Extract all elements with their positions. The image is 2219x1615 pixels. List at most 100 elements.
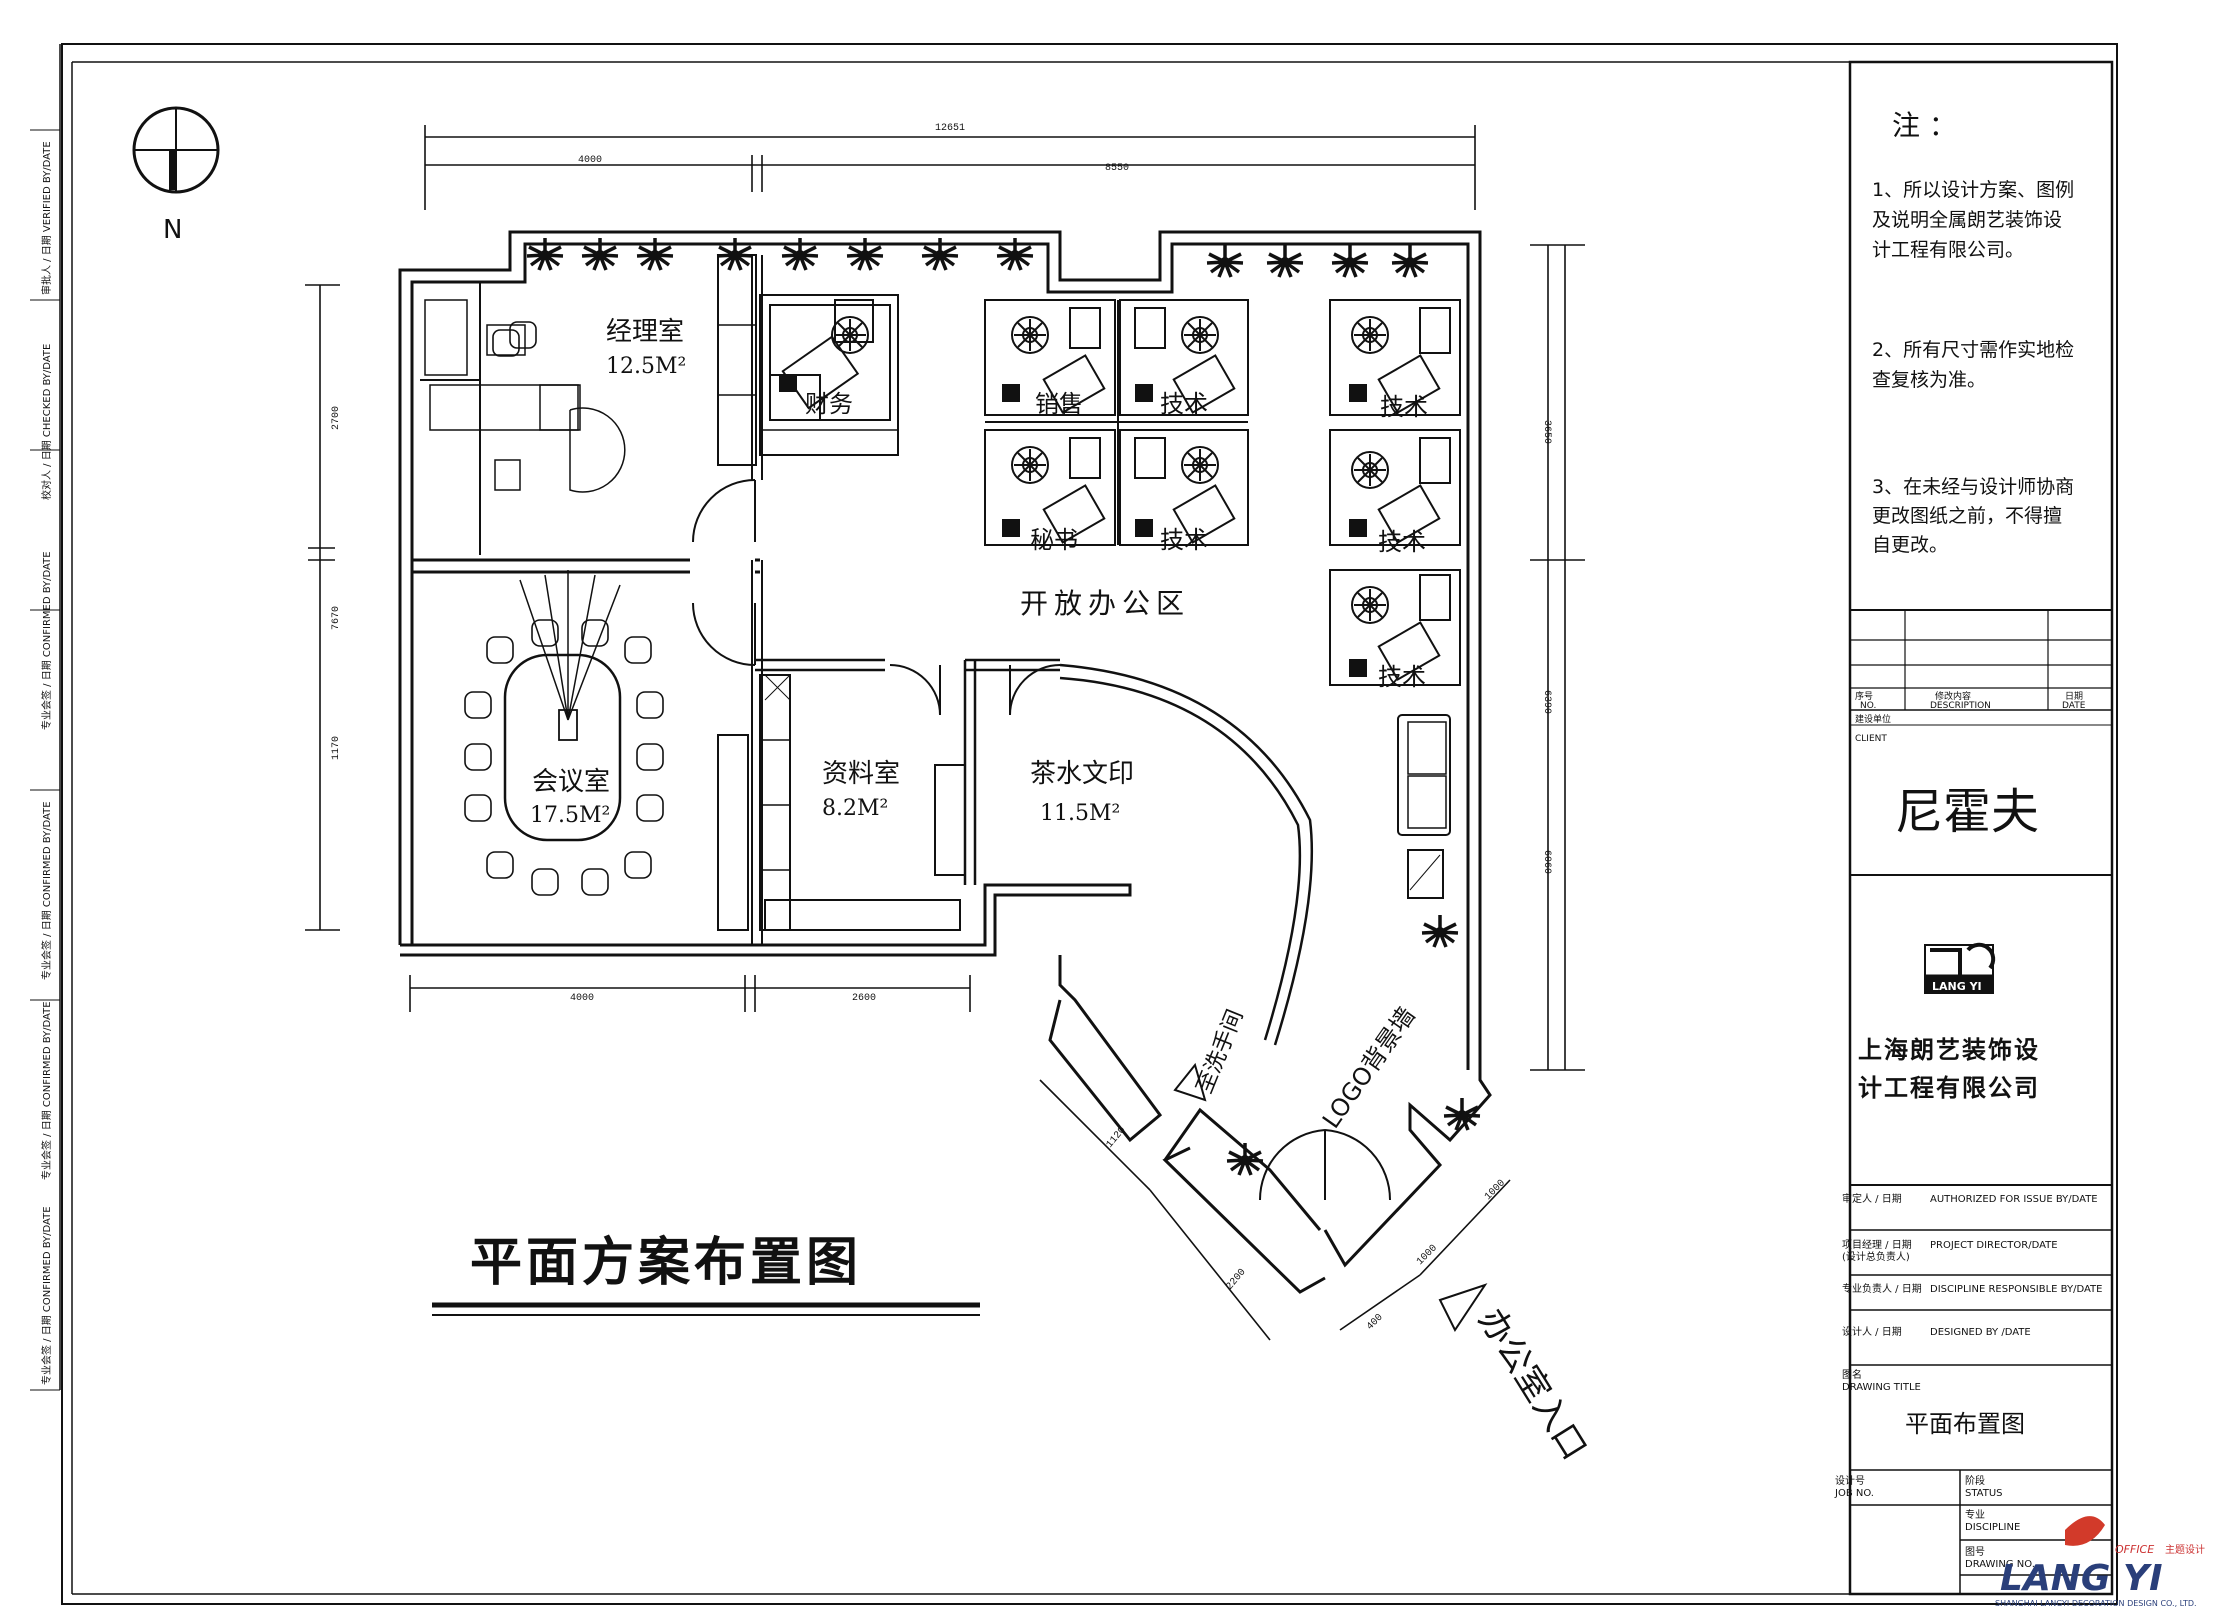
secretary-desk-label: 秘书 [1030, 526, 1078, 554]
dim-right-upper: 3650 [1541, 420, 1552, 444]
tea-room-area: 11.5M² [1040, 801, 1120, 826]
finance-desk-label: 财务 [805, 390, 853, 418]
drawing-title-label-cn: 图名 [1842, 1368, 1862, 1381]
tech-desk-label-5: 技术 [1378, 663, 1426, 691]
archive-room-area: 8.2M² [822, 796, 888, 821]
title-block [1848, 60, 2114, 1596]
drawing-title-value: 平面布置图 [1905, 1410, 2025, 1438]
north-label: N [163, 215, 182, 245]
tech-desk-label-3: 技术 [1380, 393, 1428, 421]
open-office-label: 开放办公区 [1020, 587, 1190, 620]
note-3-line-3: 自更改。 [1872, 534, 1948, 556]
drawing-title: 平面方案布置图 [470, 1232, 862, 1293]
authorized-label-en: AUTHORIZED FOR ISSUE BY/DATE [1930, 1194, 2098, 1205]
dimension-lines [305, 125, 1585, 1341]
dim-top-right: 8550 [1105, 163, 1129, 174]
rev-desc-label: 修改内容 [1935, 690, 1971, 702]
manager-furniture [492, 321, 537, 357]
company-name-line-1: 上海朗艺装饰设 [1858, 1036, 2040, 1064]
discipline-label-cn: 专业 [1965, 1508, 1985, 1521]
watermark-company-en: SHANGHAI LANGYI DECORATION DESIGN CO., L… [1995, 1599, 2197, 1608]
job-no-label-en: JOB NO. [1834, 1488, 1874, 1499]
tech-desk-label-1: 技术 [1160, 390, 1208, 418]
strip-checked: 校对人 / 日期 CHECKED BY/DATE [40, 344, 53, 500]
tech-desk-label-2: 技术 [1160, 526, 1208, 554]
watermark-brand: LANG YI [2000, 1558, 2162, 1599]
dim-left-lower: 1170 [331, 736, 342, 760]
sales-desk-label: 销售 [1035, 390, 1083, 418]
logo-wall-label: LOGO背景墙 [1317, 1002, 1421, 1133]
drawing-no-label-cn: 图号 [1965, 1546, 1985, 1558]
strip-verified: 审批人 / 日期 VERIFIED BY/DATE [40, 141, 53, 295]
note-3-line-2: 更改图纸之前，不得擅 [1872, 505, 2062, 527]
company-name-line-2: 计工程有限公司 [1858, 1074, 2040, 1102]
director-label-cn: 项目经理 / 日期 [1842, 1238, 1912, 1251]
meeting-table [464, 570, 664, 896]
archive-room-label: 资料室 [822, 759, 900, 789]
dim-top-total: 12651 [935, 123, 965, 134]
dim-entry-a: 1120 [1105, 1125, 1129, 1150]
rev-no-label-en: NO. [1860, 701, 1876, 711]
strip-confirmed-1: 专业会签 / 日期 CONFIRMED BY/DATE [40, 551, 53, 730]
dim-entry-e: 400 [1365, 1312, 1386, 1333]
tech-desk-label-4: 技术 [1378, 528, 1426, 556]
dim-entry-d: 1000 [1483, 1178, 1508, 1203]
note-2-line-2: 查复核为准。 [1872, 369, 1986, 391]
meeting-room-label: 会议室 [532, 767, 610, 797]
designed-label-en: DESIGNED BY /DATE [1930, 1327, 2031, 1338]
discipline-resp-label-en: DISCIPLINE RESPONSIBLE BY/DATE [1930, 1284, 2103, 1295]
status-label-en: STATUS [1965, 1488, 2003, 1499]
discipline-label-en: DISCIPLINE [1965, 1522, 2020, 1533]
drawing-title-label-en: DRAWING TITLE [1842, 1382, 1921, 1393]
authorized-label-cn: 审定人 / 日期 [1842, 1192, 1902, 1205]
strip-confirmed-4: 专业会签 / 日期 CONFIRMED BY/DATE [40, 1206, 53, 1385]
watermark-tagline: 主题设计 [2165, 1543, 2205, 1556]
entry-arrows [1173, 1062, 1488, 1332]
strip-confirmed-3: 专业会签 / 日期 CONFIRMED BY/DATE [40, 1001, 53, 1180]
rev-date-label: 日期 [2065, 691, 2083, 702]
north-compass: N [132, 106, 220, 245]
dim-left-upper: 2700 [331, 406, 342, 430]
tea-room-label: 茶水文印 [1030, 759, 1134, 789]
client-name: 尼霍夫 [1895, 784, 2039, 840]
manager-room-label: 经理室 [606, 317, 684, 347]
dim-bottom-right: 2600 [852, 993, 876, 1004]
designed-label-cn: 设计人 / 日期 [1842, 1325, 1902, 1338]
rev-desc-label-en: DESCRIPTION [1930, 701, 1991, 711]
dim-right-total: 6390 [1541, 690, 1552, 714]
rev-no-label: 序号 [1855, 690, 1873, 702]
dim-right-lower: 6060 [1541, 850, 1552, 874]
drawing-no-label-en: DRAWING NO. [1965, 1559, 2035, 1570]
company-logo-text: LANG YI [1932, 980, 1982, 993]
dim-entry-b: 2200 [1225, 1267, 1249, 1292]
notes-heading: 注 ： [1892, 109, 1957, 142]
workstations [769, 299, 1461, 686]
dim-left-total: 7670 [331, 606, 342, 630]
note-1-line-2: 及说明全属朗艺装饰设 [1872, 209, 2062, 231]
entrance-label: 办公室入口 [1470, 1302, 1594, 1467]
dim-entry-c: 1000 [1415, 1243, 1440, 1268]
director-label-en: PROJECT DIRECTOR/DATE [1930, 1240, 2058, 1251]
dim-top-left: 4000 [578, 155, 602, 166]
watermark-office: OFFICE [2115, 1543, 2154, 1556]
meeting-room-area: 17.5M² [530, 803, 610, 828]
strip-confirmed-2: 专业会签 / 日期 CONFIRMED BY/DATE [40, 801, 53, 980]
job-no-label-cn: 设计号 [1835, 1474, 1865, 1487]
note-2-line-1: 2、所有尺寸需作实地检 [1872, 339, 2074, 361]
note-1-line-1: 1、所以设计方案、图例 [1872, 179, 2074, 201]
langyi-watermark: OFFICE 主题设计 LANG YI SHANGHAI LANGYI DECO… [1995, 1516, 2205, 1608]
client-label-en: CLIENT [1855, 734, 1887, 744]
note-1-line-3: 计工程有限公司。 [1872, 239, 2024, 261]
dim-bottom-left: 4000 [570, 993, 594, 1004]
walls [398, 230, 1492, 1294]
client-label: 建设单位 [1855, 713, 1891, 725]
director-label-note: (设计总负责人) [1842, 1250, 1910, 1263]
status-label-cn: 阶段 [1965, 1474, 1985, 1487]
discipline-resp-label-cn: 专业负责人 / 日期 [1842, 1282, 1922, 1295]
left-signature-strip: 审批人 / 日期 VERIFIED BY/DATE 校对人 / 日期 CHECK… [30, 44, 61, 1391]
note-3-line-1: 3、在未经与设计师协商 [1872, 476, 2074, 498]
manager-room-area: 12.5M² [606, 354, 686, 379]
washroom-label: 至洗手间 [1192, 1006, 1248, 1097]
rev-date-label-en: DATE [2062, 701, 2086, 711]
